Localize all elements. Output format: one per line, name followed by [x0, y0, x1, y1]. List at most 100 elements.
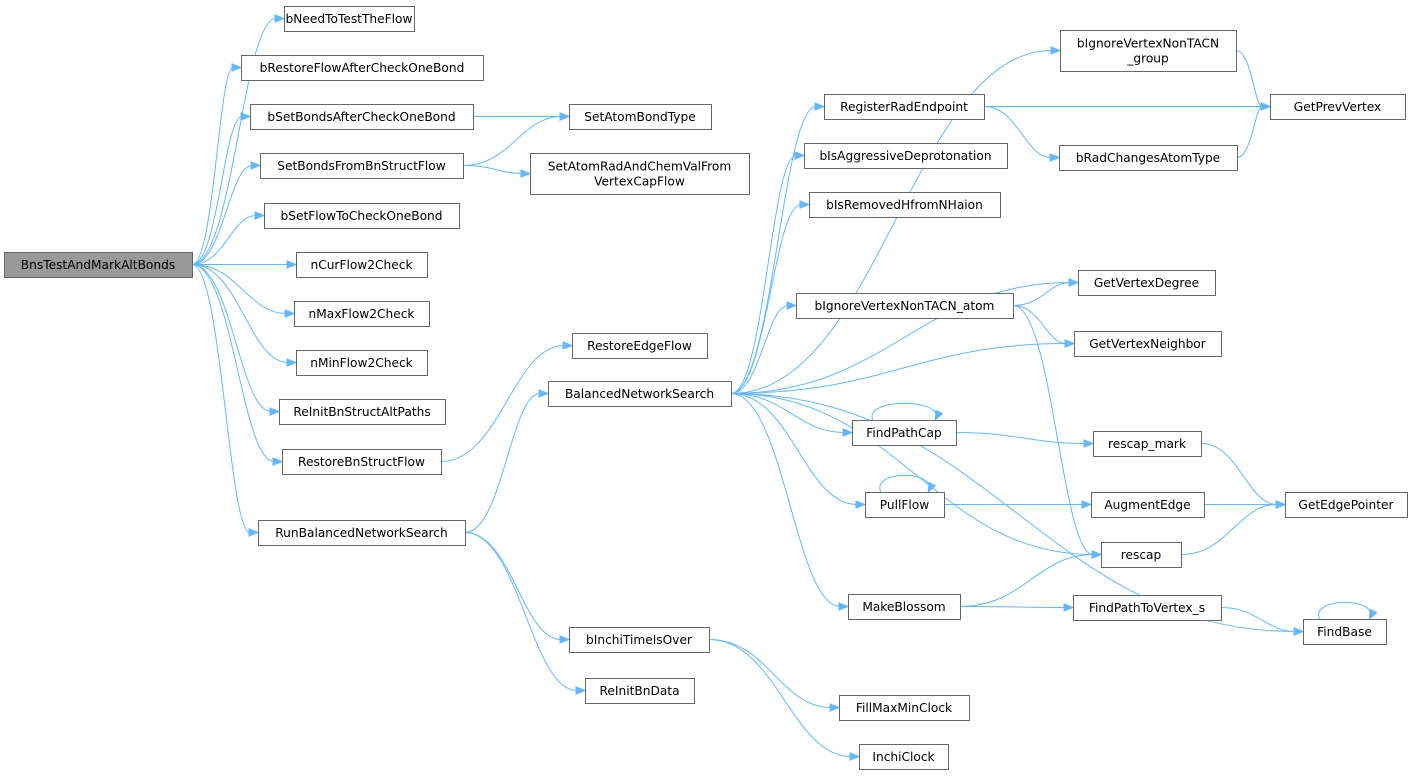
edge-line	[191, 165, 253, 265]
node-box	[241, 55, 484, 81]
node-box	[1270, 94, 1406, 120]
node-balanced-network-search[interactable]: BalancedNetworkSearch	[548, 381, 732, 407]
edge-line	[1318, 601, 1371, 620]
edge-run-balanced-network-search-to-re-init-bn-data	[464, 532, 587, 695]
edge-b-ignore-vertex-non-tacn-group-to-get-prev-vertex	[1235, 50, 1272, 111]
arrowhead	[1049, 153, 1061, 162]
node-rescap-mark[interactable]: rescap_mark	[1093, 431, 1202, 457]
edge-register-rad-endpoint-to-b-rad-changes-atom-type	[983, 106, 1061, 162]
arrowhead	[838, 602, 850, 611]
node-label: SetAtomBondType	[584, 110, 696, 124]
node-run-balanced-network-search[interactable]: RunBalancedNetworkSearch	[258, 520, 466, 546]
node-n-cur-flow2-check[interactable]: nCurFlow2Check	[296, 252, 428, 278]
node-augment-edge[interactable]: AugmentEdge	[1091, 492, 1205, 518]
arrowhead	[1081, 500, 1093, 509]
arrowhead	[1368, 608, 1378, 621]
edge-line	[730, 282, 1071, 394]
edge-root-to-b-need-to-test-the-flow	[191, 14, 286, 265]
edge-line	[730, 393, 1094, 555]
node-b-set-bonds-after-check-one-bond[interactable]: bSetBondsAfterCheckOneBond	[250, 104, 474, 130]
node-set-atom-bond-type[interactable]: SetAtomBondType	[569, 104, 712, 130]
node-b-is-aggressive-deprotonation[interactable]: bIsAggressiveDeprotonation	[804, 143, 1008, 169]
arrowhead	[1091, 550, 1103, 559]
edge-b-inchi-time-is-over-to-inchi-clock	[708, 639, 861, 761]
node-box	[569, 627, 710, 653]
edge-balanced-network-search-to-b-ignore-vertex-non-tacn-atom	[730, 301, 798, 394]
node-box	[548, 381, 732, 407]
node-re-init-bn-data[interactable]: ReInitBnData	[585, 678, 695, 704]
node-re-init-bn-struct-alt-paths[interactable]: ReInitBnStructAltPaths	[279, 399, 446, 425]
arrowhead	[254, 211, 266, 220]
node-b-ignore-vertex-non-tacn-group[interactable]: bIgnoreVertexNonTACN_group	[1060, 30, 1237, 72]
node-fill-max-min-clock[interactable]: FillMaxMinClock	[839, 695, 970, 721]
node-label: AugmentEdge	[1104, 498, 1190, 512]
arrowhead	[575, 686, 587, 695]
arrowhead	[934, 409, 944, 422]
edge-make-blossom-to-find-path-to-vertex-s	[959, 603, 1075, 612]
node-restore-bn-struct-flow[interactable]: RestoreBnStructFlow	[282, 449, 442, 475]
edge-balanced-network-search-to-get-vertex-neighbor	[730, 339, 1076, 394]
edge-find-path-cap-to-find-path-cap	[871, 402, 944, 422]
edge-run-balanced-network-search-to-b-inchi-time-is-over	[464, 532, 571, 644]
arrowhead	[842, 428, 854, 437]
node-b-set-flow-to-check-one-bond[interactable]: bSetFlowToCheckOneBond	[264, 203, 460, 229]
edge-make-blossom-to-rescap	[959, 550, 1103, 607]
node-find-base[interactable]: FindBase	[1303, 619, 1387, 645]
node-root[interactable]: BnsTestAndMarkAltBonds	[4, 252, 193, 278]
node-box	[294, 301, 430, 327]
node-get-vertex-neighbor[interactable]: GetVertexNeighbor	[1074, 331, 1222, 357]
node-label: GetPrevVertex	[1294, 100, 1381, 114]
node-box	[809, 192, 1001, 218]
node-b-need-to-test-the-flow[interactable]: bNeedToTestTheFlow	[284, 6, 415, 32]
node-make-blossom[interactable]: MakeBlossom	[848, 594, 961, 620]
node-find-path-to-vertex-s[interactable]: FindPathToVertex_s	[1073, 595, 1222, 621]
edge-line	[1236, 106, 1263, 158]
node-b-inchi-time-is-over[interactable]: bInchiTimeIsOver	[569, 627, 710, 653]
node-box	[852, 420, 957, 446]
node-restore-edge-flow[interactable]: RestoreEdgeFlow	[572, 333, 708, 359]
node-b-rad-changes-atom-type[interactable]: bRadChangesAtomType	[1059, 145, 1238, 171]
node-label: InchiClock	[872, 750, 935, 764]
edge-line	[462, 165, 523, 174]
node-box	[260, 153, 464, 179]
node-label: bRestoreFlowAfterCheckOneBond	[260, 61, 465, 75]
edge-balanced-network-search-to-pull-flow	[730, 393, 867, 509]
arrowhead	[562, 341, 574, 350]
node-b-restore-flow-after-check-one-bond[interactable]: bRestoreFlowAfterCheckOneBond	[241, 55, 484, 81]
node-find-path-cap[interactable]: FindPathCap	[852, 420, 957, 446]
node-set-bonds-from-bn-struct-flow[interactable]: SetBondsFromBnStructFlow	[260, 153, 464, 179]
arrowhead	[927, 481, 937, 494]
node-n-max-flow2-check[interactable]: nMaxFlow2Check	[294, 301, 430, 327]
edge-run-balanced-network-search-to-balanced-network-search	[464, 389, 550, 533]
node-get-edge-pointer[interactable]: GetEdgePointer	[1285, 492, 1408, 518]
arrowhead	[849, 752, 861, 761]
arrowhead	[1068, 278, 1080, 287]
node-get-vertex-degree[interactable]: GetVertexDegree	[1078, 270, 1216, 296]
node-box	[1285, 492, 1408, 518]
node-register-rad-endpoint[interactable]: RegisterRadEndpoint	[824, 94, 985, 120]
node-label: FindBase	[1317, 625, 1372, 639]
node-box	[296, 252, 428, 278]
edge-line	[191, 116, 243, 265]
node-pull-flow[interactable]: PullFlow	[865, 492, 945, 518]
edge-line	[730, 106, 817, 394]
edge-root-to-re-init-bn-struct-alt-paths	[191, 264, 281, 416]
node-label: bIsRemovedHfromNHaion	[826, 198, 983, 212]
node-box	[250, 104, 474, 130]
node-label: FillMaxMinClock	[856, 701, 953, 715]
arrowhead	[231, 63, 243, 72]
node-rescap[interactable]: rescap	[1101, 542, 1182, 568]
node-n-min-flow2-check[interactable]: nMinFlow2Check	[296, 350, 428, 376]
arrowhead	[286, 358, 298, 367]
arrowhead	[274, 14, 286, 23]
edge-line	[464, 532, 578, 691]
arrowhead	[269, 407, 281, 416]
node-box	[1093, 431, 1202, 457]
node-get-prev-vertex[interactable]: GetPrevVertex	[1270, 94, 1406, 120]
node-inchi-clock[interactable]: InchiClock	[859, 744, 949, 770]
node-b-ignore-vertex-non-tacn-atom[interactable]: bIgnoreVertexNonTACN_atom	[796, 293, 1014, 319]
node-b-is-removed-hfrom-nhaion[interactable]: bIsRemovedHfromNHaion	[809, 192, 1001, 218]
node-box	[796, 293, 1014, 319]
